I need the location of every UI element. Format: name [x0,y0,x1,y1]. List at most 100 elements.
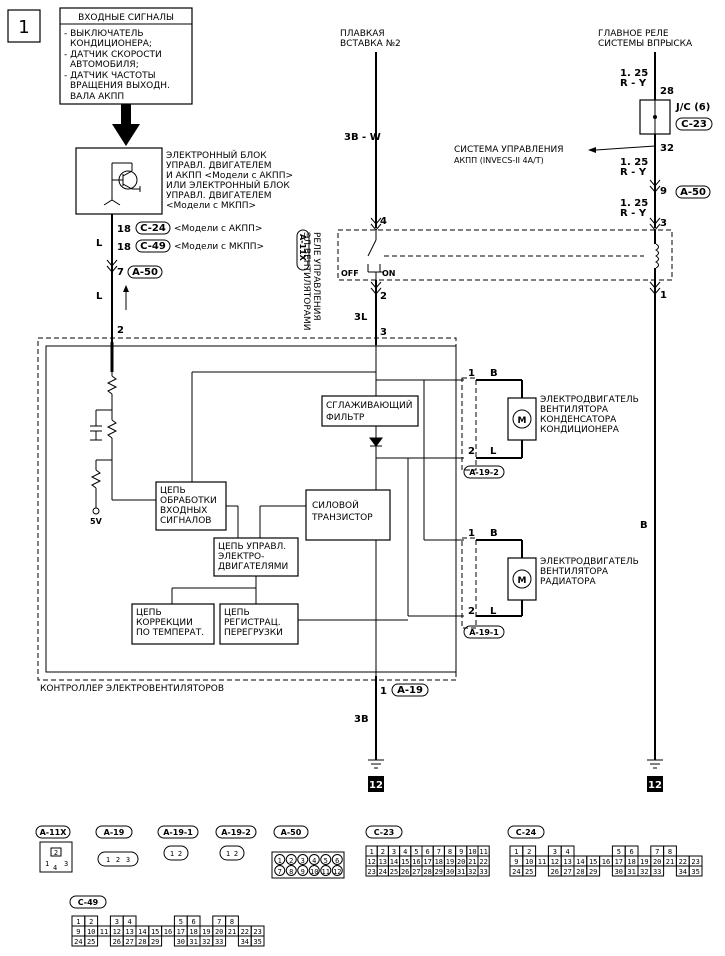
connector-pin: 26 [551,868,559,876]
wire-color: 3L [354,312,368,323]
relay-on-label: ON [382,269,396,278]
pin-label: 1 [380,686,387,697]
connector-pin: 12 [551,858,559,866]
ecu-label: ЭЛЕКТРОННЫЙ БЛОК УПРАВЛ. ДВИГАТЕЛЕМ И АК… [166,149,293,211]
connector-pin: 8 [230,918,234,926]
connector-pin: 17 [177,928,185,936]
connector-pin: 2 [381,848,385,856]
tcu-arrow [588,147,596,153]
connector-pin: 25 [525,868,533,876]
tcu-label: СИСТЕМА УПРАВЛЕНИЯ АКПП (INVECS-II 4A/T) [454,145,564,165]
ecu-label-line: И АКПП <Модели с АКПП> [166,171,293,181]
connector-pin-cell [297,865,309,876]
connector-pin: 3 [301,857,305,865]
connector-pin: 7 [437,848,441,856]
conn-c24-tag [135,221,171,235]
pin-label: 2 [468,606,475,617]
conn-a50-label: A-50 [132,267,158,278]
pin-label: 32 [660,143,674,154]
motor-ctrl-line: ДВИГАТЕЛЯМИ [218,562,288,572]
motor2-label-line: РАДИАТОРА [540,577,597,587]
motor1-label: ЭЛЕКТРОДВИГАТЕЛЬ ВЕНТИЛЯТОРА КОНДЕНСАТОР… [540,395,639,435]
connector-pin: 11 [100,928,108,936]
overload-block [219,603,299,645]
connector-pin-cell [285,865,297,876]
internal-wiring [171,345,464,676]
connector-pin: 7 [655,848,659,856]
connector-pin: 1 [369,848,373,856]
page-number: 1 [18,17,29,38]
wire-color: 3B [354,714,369,725]
controller-label: КОНТРОЛЛЕР ЭЛЕКТРОВЕНТИЛЯТОРОВ [40,684,224,694]
connector-pin: 17 [615,858,623,866]
overload-line: РЕГИСТРАЦ. [224,618,281,628]
svg-text:M: M [518,416,527,426]
connector-pin: 1 [76,918,80,926]
connector-pin: 23 [367,868,375,876]
ecu-label-line: ЭЛЕКТРОННЫЙ БЛОК [166,149,267,161]
connector-a19-1: A-19-1 1 2 [157,825,199,861]
wire-color: B [490,528,498,539]
connector-pin: 28 [423,868,431,876]
wire-color: R - Y [620,208,647,219]
connector-pin: 15 [151,928,159,936]
pin-label: 1 [468,528,475,539]
connector-pin: 18 [627,858,635,866]
conn-a11x-label: A-11X [298,234,307,262]
wire-color: L [490,606,497,617]
connector-pin: 2 [178,850,182,858]
connector-pin: 34 [241,938,249,946]
connector-pin: 2 [89,918,93,926]
connector-pin-cell [320,854,332,865]
relay-name: РЕЛЕ УПРАВЛЕНИЯ ЭЛ.ВЕНТИЛЯТОРАМИ [301,232,321,330]
connector-pin-cell [650,865,665,877]
connector-pin: 27 [125,938,133,946]
pin-label: 1 [468,368,475,379]
conn-c23-tag [675,117,713,131]
connector-pin: 27 [412,868,420,876]
connector-pin-cell [274,854,286,865]
connector-pin: 18 [435,858,443,866]
connector-pin: 9 [514,858,518,866]
pin-label: 7 [117,267,124,278]
connector-pin: 33 [479,868,487,876]
conn-a50-tag [675,185,711,199]
temp-corr-block [131,603,215,645]
connector-pin-cell [320,865,332,876]
wire-color: B [490,368,498,379]
connector-pin: 35 [691,868,699,876]
connector-pin: 1 [278,857,282,865]
connector-pin: 29 [151,938,159,946]
connector-pin: 23 [691,858,699,866]
connector-pin: 14 [576,858,584,866]
connector-pin: 17 [423,858,431,866]
connector-pin: 26 [401,868,409,876]
connector-pin: 28 [576,868,584,876]
connector-pin: 33 [653,868,661,876]
motor1-label-line: КОНДЕНСАТОРА [540,415,617,425]
connector-pin: 1 [106,856,110,864]
input-proc-line: ОБРАБОТКИ [160,496,217,506]
ecu-transistor-symbol [103,162,141,206]
connector-pin: 3 [392,848,396,856]
connector-pin-cell [331,865,343,876]
connector-pin-cell [688,865,703,877]
connector-pin-cell [477,865,490,877]
input-signal-line: - ВЫКЛЮЧАТЕЛЬ [64,29,144,39]
connector-pin: 21 [228,928,236,936]
conn-a19-2-label: A-19-2 [469,468,499,477]
fuse-label-line: ВСТАВКА №2 [340,39,401,49]
ground-tag-left [368,776,384,792]
wire-color: L [96,291,103,302]
connector-pin: 19 [640,858,648,866]
input-signal-line: - ДАТЧИК ЧАСТОТЫ [64,71,156,81]
connector-pin: 31 [627,868,635,876]
connector-label: A-11X [40,828,68,837]
connector-pin: 12 [113,928,121,936]
jc-label: J/C (6) [675,102,710,113]
main-relay-label-line: ГЛАВНОЕ РЕЛЕ [598,29,669,39]
connector-label: C-49 [78,898,99,907]
motor2-label-line: ВЕНТИЛЯТОРА [540,567,609,577]
